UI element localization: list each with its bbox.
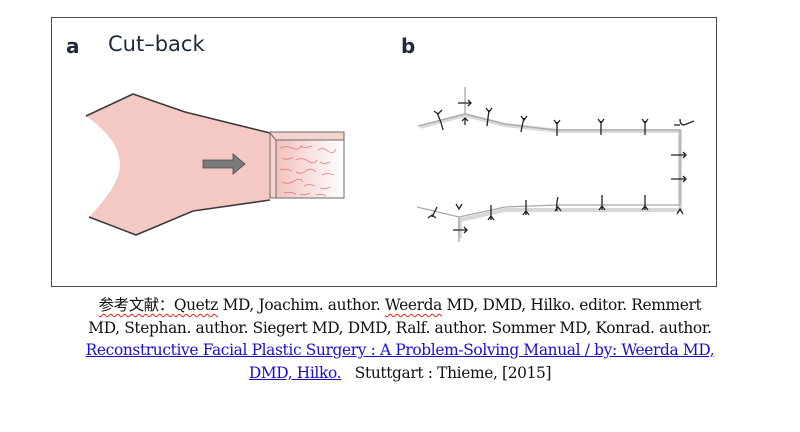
author-weerda: Weerda — [384, 296, 442, 314]
panel-a-label: a — [66, 34, 80, 58]
citation-line1-text: MD, Joachim. author. — [218, 296, 385, 314]
book-title-link-line2[interactable]: DMD, Hilko. — [248, 363, 342, 382]
book-title-link-line1[interactable]: Reconstructive Facial Plastic Surgery : … — [85, 341, 715, 359]
graft-texture — [279, 145, 337, 197]
panel-b-label: b — [401, 34, 416, 58]
citation-line1-end: MD, DMD, Hilko. editor. Remmert — [441, 296, 702, 314]
sutures — [427, 99, 695, 234]
author-quetz: Quetz — [173, 296, 219, 314]
cut-back-flap — [85, 93, 271, 236]
graft — [269, 131, 345, 199]
suture-outline — [416, 87, 682, 242]
arrow-icon — [202, 153, 246, 175]
panel-a-title: Cut–back — [108, 32, 205, 56]
citation: 参考文献：Quetz MD, Joachim. author. Weerda M… — [30, 294, 770, 384]
citation-line2: MD, Stephan. author. Siegert MD, DMD, Ra… — [88, 318, 712, 337]
publisher: Stuttgart : Thieme, [2015] — [341, 363, 552, 382]
book-title-link[interactable]: Reconstructive Facial Plastic Surgery : … — [86, 341, 715, 382]
citation-prefix: 参考文献： — [98, 296, 175, 314]
